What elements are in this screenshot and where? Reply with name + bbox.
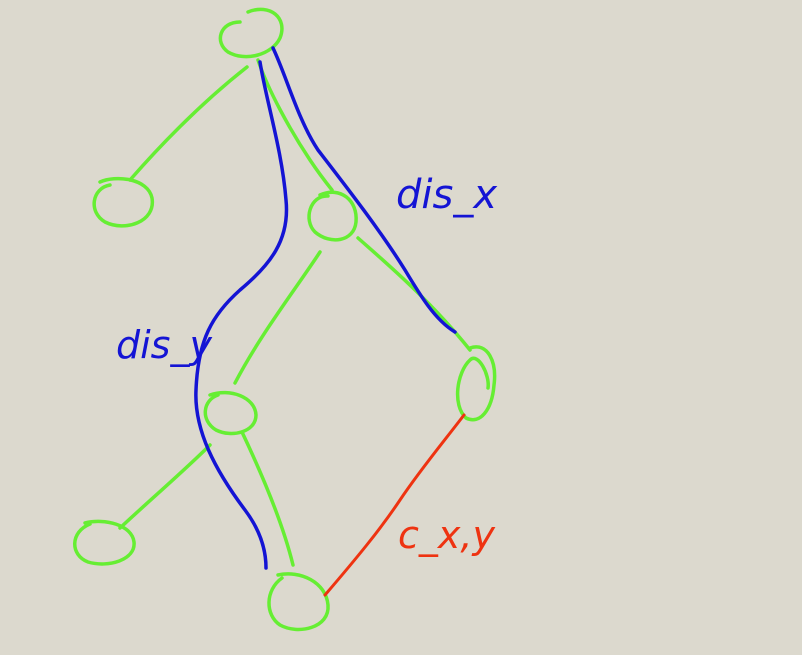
edge-node-y-to-bottom-leaf: [240, 430, 295, 567]
node-bottom-left-leaf: [73, 519, 136, 566]
node-b: [307, 190, 358, 242]
node-left-leaf: [92, 176, 154, 228]
label-dis-x: dis_x: [396, 172, 497, 218]
dis-y-path: [194, 60, 289, 570]
c-xy-edge: [323, 413, 466, 597]
node-x: [455, 345, 497, 422]
node-bottom-leaf: [267, 572, 330, 632]
node-root: [218, 7, 284, 59]
label-c-xy: c_x,y: [398, 513, 495, 557]
label-dis-y: dis_y: [116, 323, 212, 367]
edge-root-to-left-leaf: [128, 65, 249, 182]
edge-node-b-to-node-y: [233, 250, 322, 385]
edge-root-to-node-b: [256, 58, 334, 192]
dis-x-path: [271, 46, 457, 334]
edge-node-y-to-bottom-left-leaf: [118, 443, 212, 530]
node-y: [203, 390, 258, 436]
